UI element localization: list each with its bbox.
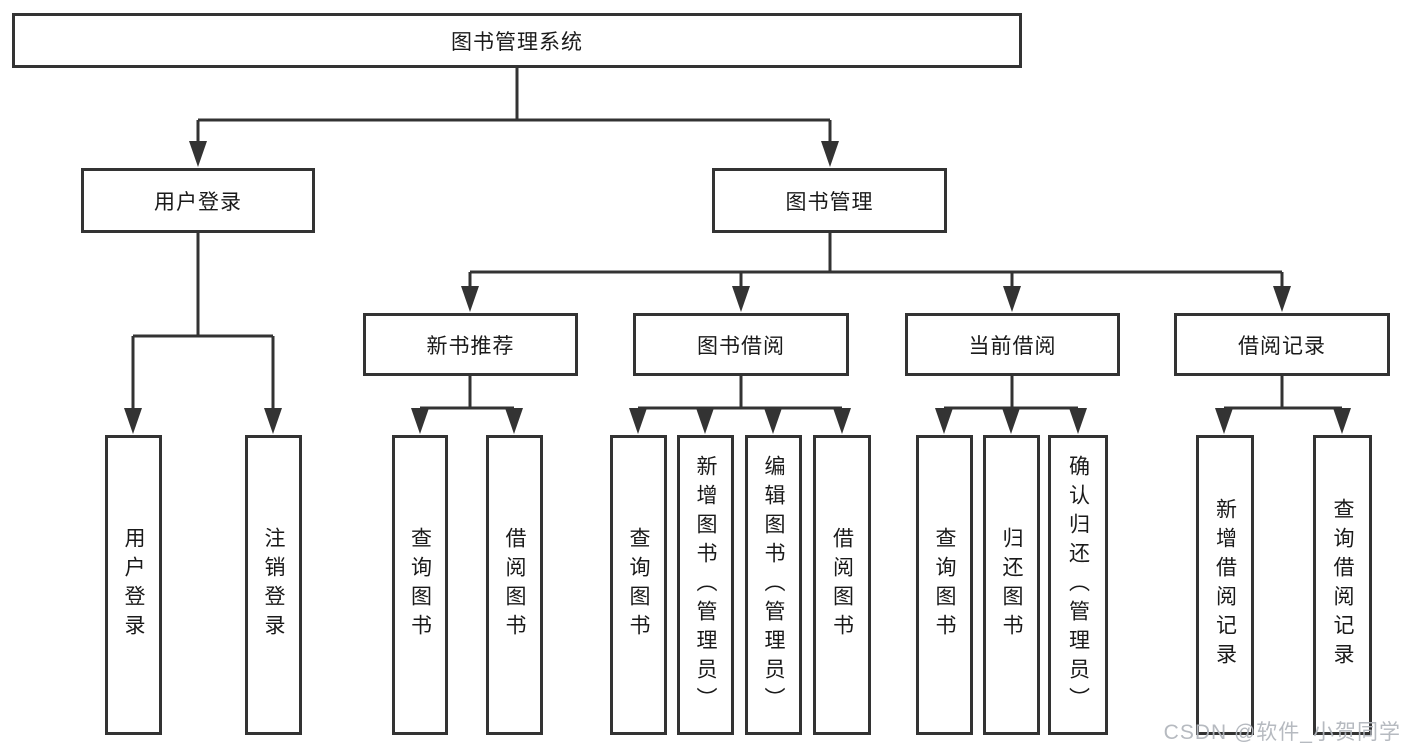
leaf-current-return-books: 归还图书 [983, 435, 1040, 735]
leaf-borrow-borrow-books-label: 借阅图书 [830, 527, 854, 643]
node-book-mgmt-label: 图书管理 [785, 190, 874, 214]
node-new-books-label: 新书推荐 [426, 334, 515, 358]
leaf-current-confirm-return-admin: 确认归还（管理员） [1048, 435, 1108, 735]
leaf-current-confirm-return-admin-label: 确认归还（管理员） [1066, 454, 1090, 716]
leaf-current-query-books-label: 查询图书 [933, 527, 957, 643]
leaf-borrow-query-books: 查询图书 [610, 435, 667, 735]
leaf-borrow-add-books-admin-label: 新增图书（管理员） [694, 454, 718, 716]
node-book-mgmt: 图书管理 [712, 168, 947, 233]
node-new-books: 新书推荐 [363, 313, 578, 376]
leaf-current-query-books: 查询图书 [916, 435, 973, 735]
leaf-logout-label: 注销登录 [262, 527, 286, 643]
node-book-borrow: 图书借阅 [633, 313, 849, 376]
leaf-records-add-record-label: 新增借阅记录 [1213, 498, 1237, 672]
leaf-logout: 注销登录 [245, 435, 302, 735]
node-book-borrow-label: 图书借阅 [697, 334, 785, 358]
leaf-borrow-add-books-admin: 新增图书（管理员） [677, 435, 734, 735]
node-borrow-records-label: 借阅记录 [1238, 334, 1326, 358]
leaf-records-add-record: 新增借阅记录 [1196, 435, 1254, 735]
leaf-user-login: 用户登录 [105, 435, 162, 735]
node-current-borrow-label: 当前借阅 [968, 334, 1057, 358]
node-root: 图书管理系统 [12, 13, 1022, 68]
leaf-records-query-record: 查询借阅记录 [1313, 435, 1372, 735]
leaf-user-login-label: 用户登录 [122, 527, 146, 643]
leaf-current-return-books-label: 归还图书 [1000, 527, 1024, 643]
node-user-login: 用户登录 [81, 168, 315, 233]
watermark: CSDN @软件_小贺同学 [1163, 721, 1401, 744]
leaf-borrow-edit-books-admin: 编辑图书（管理员） [745, 435, 802, 735]
leaf-borrow-borrow-books: 借阅图书 [813, 435, 871, 735]
leaf-borrow-query-books-label: 查询图书 [627, 527, 651, 643]
node-borrow-records: 借阅记录 [1174, 313, 1390, 376]
leaf-newbooks-query-books-label: 查询图书 [408, 527, 432, 643]
leaf-borrow-edit-books-admin-label: 编辑图书（管理员） [762, 454, 786, 716]
node-user-login-label: 用户登录 [154, 190, 242, 214]
leaf-newbooks-borrow-books-label: 借阅图书 [503, 527, 527, 643]
node-root-label: 图书管理系统 [451, 30, 583, 54]
leaf-newbooks-borrow-books: 借阅图书 [486, 435, 543, 735]
node-current-borrow: 当前借阅 [905, 313, 1120, 376]
leaf-newbooks-query-books: 查询图书 [392, 435, 448, 735]
leaf-records-query-record-label: 查询借阅记录 [1331, 498, 1355, 672]
